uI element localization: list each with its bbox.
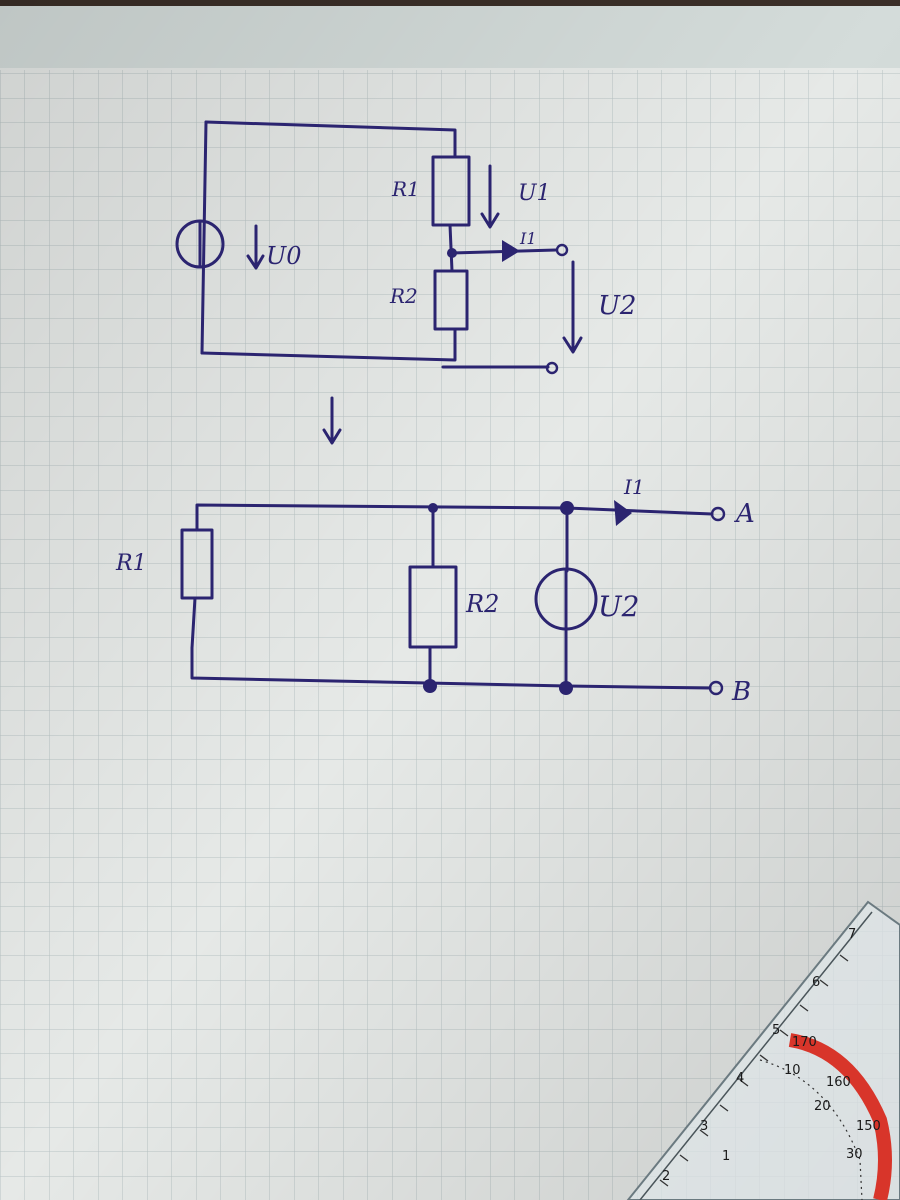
eq-node-r2-top [428, 503, 438, 513]
eq-terminal-b-label: B [731, 677, 751, 707]
eq-r2-label: R2 [465, 590, 499, 618]
output-terminal-bottom [545, 361, 559, 375]
transformation-arrow [322, 396, 342, 445]
eq-i1-label: I1 [623, 475, 645, 499]
angle-number-30: 30 [846, 1147, 863, 1162]
eq-top-wire [195, 503, 714, 532]
angle-number-160: 160 [826, 1075, 851, 1090]
u0-label: U0 [266, 242, 302, 270]
top-wire [204, 120, 457, 159]
i1-arrowhead [502, 240, 520, 262]
angle-number-10: 10 [784, 1063, 801, 1078]
output-terminal-top [555, 243, 569, 257]
eq-r1-label: R1 [115, 551, 147, 576]
ruler-number-4: 4 [736, 1071, 744, 1086]
u1-label: U1 [518, 181, 551, 206]
eq-resistor-r1 [180, 528, 214, 600]
i1-label: I1 [519, 229, 537, 248]
ruler-number-2: 2 [662, 1169, 670, 1184]
ruler-tick-marks [659, 954, 849, 1187]
r1-r2-wire [448, 223, 454, 273]
equivalent-circuit: R1 R2 U2 I1 A B [115, 475, 755, 707]
u0-arrow [246, 224, 265, 270]
ruler-number-7: 7 [848, 927, 856, 942]
angle-number-20: 20 [814, 1099, 831, 1114]
eq-i1-arrowhead [614, 500, 632, 526]
left-wire [200, 120, 208, 355]
ruler-number-1: 1 [722, 1149, 730, 1164]
angle-number-150: 150 [856, 1119, 881, 1134]
ruler-number-6: 6 [812, 975, 820, 990]
eq-node-source-bottom [559, 681, 573, 695]
eq-node-source-top [560, 501, 574, 515]
angle-number-170: 170 [792, 1035, 817, 1050]
protractor-red-arc [788, 1033, 892, 1200]
r2-label: R2 [389, 284, 418, 308]
geo-triangle-ruler: 1 2 3 4 5 6 7 10 20 30 170 160 150 [626, 900, 900, 1200]
u2-arrow [562, 260, 583, 354]
r1-label: R1 [391, 177, 420, 201]
ruler-number-3: 3 [700, 1119, 708, 1134]
u2-label: U2 [598, 291, 636, 321]
original-circuit: U0 R1 U1 R2 I1 U2 [175, 120, 636, 375]
eq-node-r2-bottom [423, 679, 437, 693]
eq-u2-label: U2 [598, 590, 639, 623]
eq-terminal-b [708, 680, 724, 696]
bottom-wire [200, 328, 457, 362]
eq-bottom-wire [190, 646, 712, 690]
resistor-r2 [433, 269, 469, 331]
eq-terminal-a [710, 506, 726, 522]
ruler-number-5: 5 [772, 1023, 780, 1038]
eq-terminal-a-label: A [734, 499, 755, 529]
eq-resistor-r2 [408, 565, 458, 649]
u1-arrow [480, 164, 500, 229]
protractor-arc-ticks [759, 1059, 863, 1200]
